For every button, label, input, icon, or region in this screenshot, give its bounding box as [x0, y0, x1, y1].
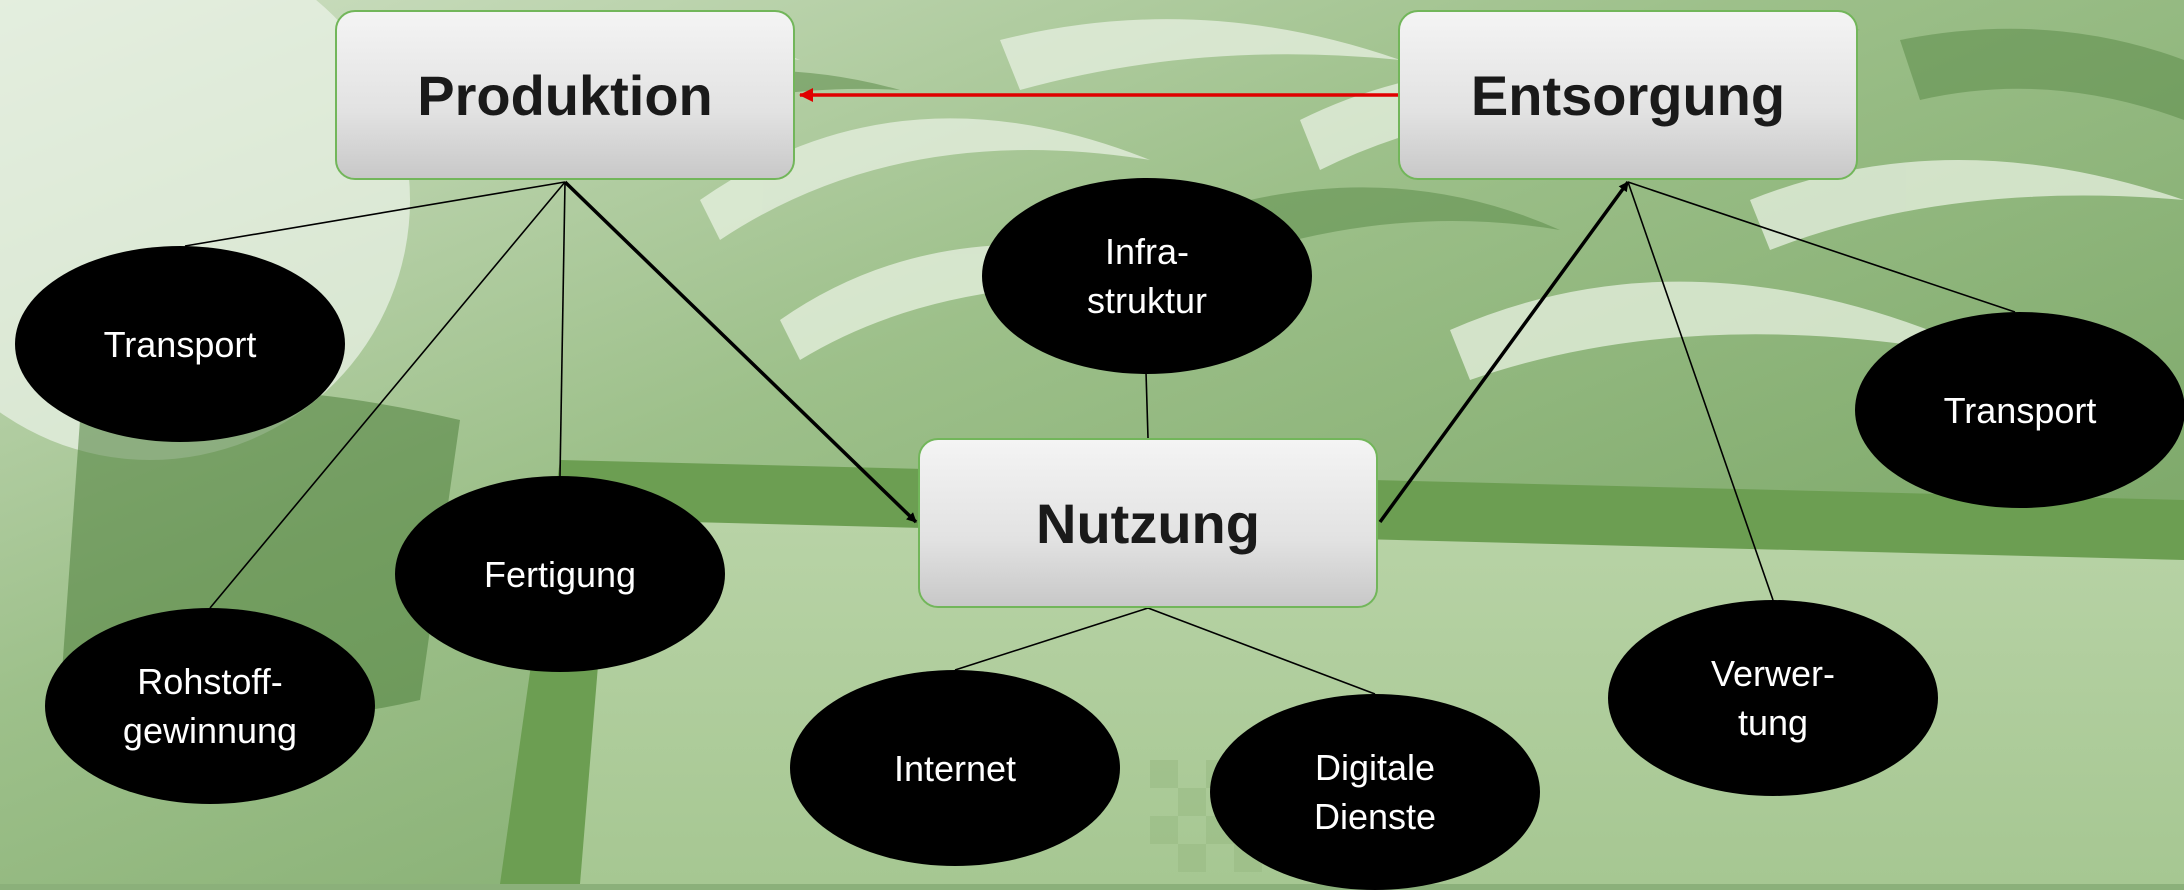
stage-produktion-label: Produktion	[417, 63, 713, 127]
arrow-nutzung-entsorgung	[1378, 180, 1630, 524]
line-produktion-rohstoff	[209, 181, 566, 609]
line-nutzung-infrastruktur	[1145, 371, 1149, 439]
line-produktion-fertigung	[559, 181, 566, 477]
stage-nutzung: Nutzung	[918, 438, 1378, 608]
arrow-produktion-nutzung	[563, 180, 918, 524]
aspect-verwertung: Verwer- tung	[1608, 600, 1938, 796]
aspect-digitale-dienste: Digitale Dienste	[1210, 694, 1540, 890]
aspect-infrastruktur: Infra- struktur	[982, 178, 1312, 374]
aspect-fertigung: Fertigung	[395, 476, 725, 672]
stage-nutzung-label: Nutzung	[1036, 491, 1260, 555]
line-entsorgung-verwertung	[1627, 181, 1774, 601]
stage-entsorgung: Entsorgung	[1398, 10, 1858, 180]
line-nutzung-dienste	[1147, 607, 1376, 695]
aspect-transport-entsorgung: Transport	[1855, 312, 2184, 508]
stage-entsorgung-label: Entsorgung	[1470, 63, 1786, 127]
aspect-transport-produktion: Transport	[15, 246, 345, 442]
line-entsorgung-transport	[1627, 181, 2016, 313]
line-nutzung-internet	[954, 607, 1149, 671]
aspect-rohstoffgewinnung: Rohstoff- gewinnung	[45, 608, 375, 804]
line-produktion-transport	[184, 181, 566, 247]
aspect-internet: Internet	[790, 670, 1120, 866]
stage-produktion: Produktion	[335, 10, 795, 180]
